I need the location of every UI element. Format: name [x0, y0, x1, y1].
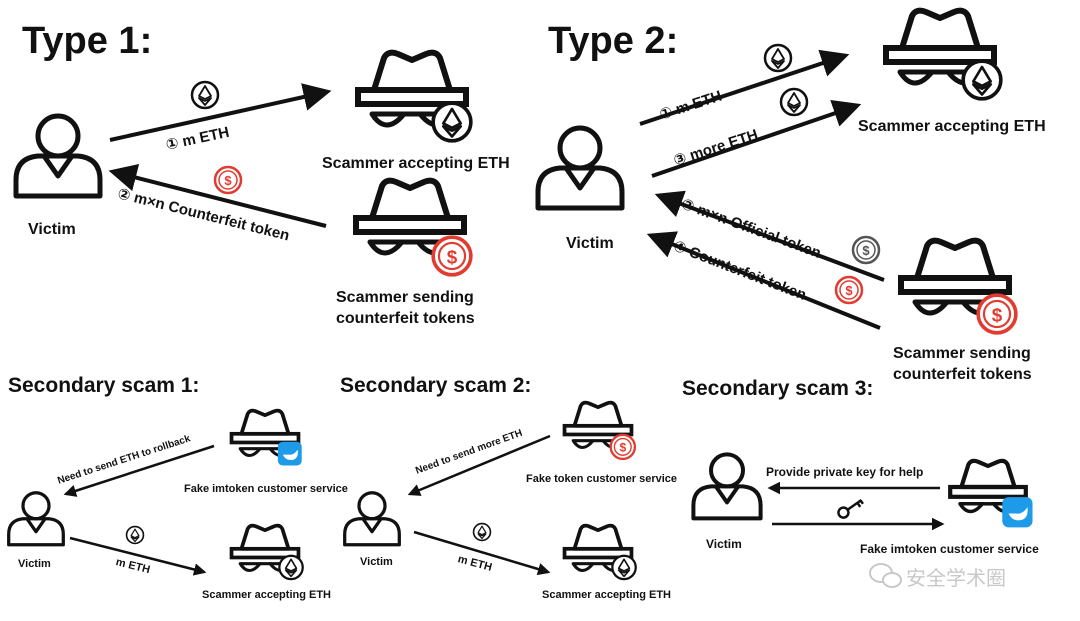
- type2-victim-label: Victim: [566, 235, 614, 252]
- sec2-arrow-msg: [407, 434, 551, 496]
- sec2-arrow-pay: [413, 530, 551, 576]
- type1-scammer-accept-icon: [358, 53, 473, 143]
- type2-official-coin-icon: [851, 235, 881, 265]
- watermark-text: 安全学术圈: [906, 566, 1006, 590]
- type2-arrow-3: [651, 100, 862, 178]
- type2-counterfeit-coin-icon: [834, 275, 864, 305]
- sec3-title: Secondary scam 3:: [682, 377, 874, 400]
- sec1-scammer-icon: [229, 523, 304, 581]
- type1-scammer-accept-label: Scammer accepting ETH: [322, 155, 510, 172]
- wechat-logo-icon: [869, 563, 902, 588]
- sec1-victim-icon: [7, 491, 65, 547]
- sec1-service-icon: [229, 408, 302, 466]
- type1-scammer-send-label-2: counterfeit tokens: [336, 310, 475, 327]
- type1-scammer-send-icon: [356, 181, 473, 277]
- type1-section: [16, 53, 473, 277]
- type2-scammer-send-icon: [901, 241, 1018, 335]
- type2-scammer-accept-label: Scammer accepting ETH: [858, 118, 1046, 135]
- type1-counterfeit-coin-icon: [213, 165, 243, 195]
- type2-section: [538, 11, 1018, 335]
- type2-eth-coin-1-icon: [763, 43, 793, 73]
- type2-scammer-send-label-2: counterfeit tokens: [893, 366, 1032, 383]
- type2-scammer-send-label-1: Scammer sending: [893, 345, 1031, 362]
- sec2-victim-label: Victim: [360, 556, 393, 568]
- type1-title: Type 1:: [22, 20, 153, 62]
- sec2-victim-icon: [343, 491, 401, 547]
- sec3-msg-label: Provide private key for help: [766, 465, 924, 479]
- type2-victim-icon: [538, 128, 622, 208]
- sec1-scammer-label: Scammer accepting ETH: [202, 589, 331, 601]
- sec3-service-label: Fake imtoken customer service: [860, 542, 1039, 556]
- sec3-section: [693, 454, 1033, 531]
- sec2-service-icon: [562, 400, 637, 461]
- sec2-eth-coin-icon: [472, 522, 492, 542]
- key-icon: [837, 498, 864, 519]
- type2-arrow-1: [639, 49, 850, 126]
- sec1-arrow-pay: [69, 536, 207, 576]
- type1-victim-icon: [16, 116, 100, 196]
- type2-arrow-2: [654, 190, 885, 282]
- type1-scammer-send-label-1: Scammer sending: [336, 289, 474, 306]
- type1-victim-label: Victim: [28, 221, 76, 238]
- sec2-scammer-icon: [562, 523, 637, 581]
- sec2-scammer-label: Scammer accepting ETH: [542, 589, 671, 601]
- type1-arrow-counterfeit: [108, 163, 327, 228]
- type2-arrow-4: [646, 231, 881, 330]
- sec3-victim-label: Victim: [706, 537, 742, 551]
- sec3-service-icon: [950, 461, 1033, 528]
- sec3-victim-icon: [693, 454, 760, 518]
- sec1-arrow-msg: [63, 444, 215, 497]
- type2-title: Type 2:: [548, 20, 679, 62]
- type1-eth-coin-icon: [190, 80, 220, 110]
- sec2-title: Secondary scam 2:: [340, 374, 532, 397]
- sec1-eth-coin-icon: [125, 525, 145, 545]
- sec1-victim-label: Victim: [18, 558, 51, 570]
- type2-scammer-accept-icon: [886, 11, 1003, 101]
- type1-arrow-pay: [109, 83, 332, 142]
- sec2-service-label: Fake token customer service: [526, 473, 678, 485]
- sec1-service-label: Fake imtoken customer service: [184, 483, 348, 495]
- type2-eth-coin-2-icon: [779, 87, 809, 117]
- sec1-section: [7, 408, 304, 581]
- sec2-section: [343, 400, 637, 581]
- sec1-title: Secondary scam 1:: [8, 374, 200, 397]
